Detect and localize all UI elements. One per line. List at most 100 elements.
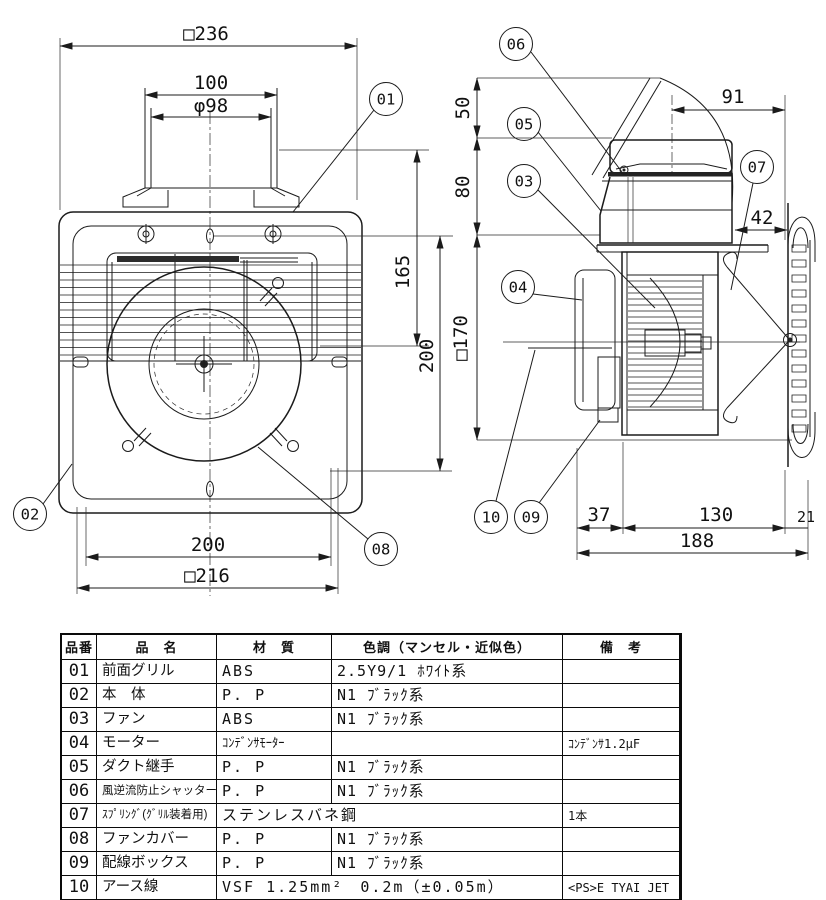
- cell-remarks: [563, 828, 680, 852]
- dim-side-bottom: 37 130 21 188: [576, 442, 815, 560]
- grille-louvers: [60, 252, 361, 362]
- cell-color: 2.5Y9/1 ﾎﾜｲﾄ系: [332, 660, 563, 684]
- side-view: 50 80 □170: [450, 27, 816, 560]
- fan-body-side: [621, 251, 719, 436]
- svg-text:200: 200: [191, 534, 225, 556]
- cell-part-no: 07: [62, 804, 97, 828]
- cell-part-name: 前面グリル: [97, 660, 217, 684]
- cell-part-name: モーター: [97, 732, 217, 756]
- cell-material: P. P: [217, 684, 332, 708]
- duct-spigot-front: [122, 88, 300, 208]
- svg-text:91: 91: [722, 86, 745, 108]
- dim-duct: 100 φ98: [144, 72, 278, 121]
- wiring-box-side: [597, 356, 621, 423]
- callout-09: 09: [514, 419, 601, 534]
- cell-part-no: 06: [62, 780, 97, 804]
- header-col-material: 材 質: [217, 635, 332, 660]
- cell-material: ABS: [217, 708, 332, 732]
- svg-text:□216: □216: [184, 565, 230, 587]
- cell-material: P. P: [217, 780, 332, 804]
- cell-material: ｺﾝﾃﾞﾝｻﾓｰﾀｰ: [217, 732, 332, 756]
- svg-text:02: 02: [21, 506, 40, 524]
- callout-03: 03: [507, 164, 656, 309]
- cell-part-name: ファンカバー: [97, 828, 217, 852]
- cell-material: P. P: [217, 828, 332, 852]
- svg-text:80: 80: [452, 176, 474, 199]
- cell-remarks: [563, 852, 680, 876]
- cell-color: [332, 732, 563, 756]
- cell-part-no: 02: [62, 684, 97, 708]
- grille-spring: [723, 251, 797, 424]
- grille-side-profile: [787, 203, 816, 467]
- motor-side: [574, 269, 712, 411]
- callout-08: 08: [257, 446, 398, 566]
- cell-part-name: 配線ボックス: [97, 852, 217, 876]
- cell-remarks: 1本: [563, 804, 680, 828]
- cell-part-no: 01: [62, 660, 97, 684]
- cell-material-merged: ステンレスバネ鋼: [217, 804, 563, 828]
- front-grille-outline: [58, 211, 363, 514]
- cell-material: ABS: [217, 660, 332, 684]
- cell-part-no: 05: [62, 756, 97, 780]
- cell-part-no: 08: [62, 828, 97, 852]
- svg-text:100: 100: [194, 72, 228, 94]
- cell-part-no: 04: [62, 732, 97, 756]
- svg-text:09: 09: [522, 509, 541, 527]
- cell-part-name: ダクト継手: [97, 756, 217, 780]
- callout-07: 07: [730, 150, 774, 291]
- svg-text:21: 21: [797, 508, 815, 526]
- svg-text:10: 10: [482, 509, 501, 527]
- svg-text:130: 130: [699, 504, 733, 526]
- cell-remarks: [563, 780, 680, 804]
- cell-remarks: [563, 660, 680, 684]
- cell-color: N1 ﾌﾞﾗｯｸ系: [332, 828, 563, 852]
- cell-color: N1 ﾌﾞﾗｯｸ系: [332, 708, 563, 732]
- svg-text:06: 06: [507, 36, 526, 54]
- cell-part-name: 本 体: [97, 684, 217, 708]
- cell-material: P. P: [217, 852, 332, 876]
- fan-side: [626, 274, 704, 411]
- svg-text:188: 188: [680, 530, 714, 552]
- svg-text:08: 08: [372, 541, 391, 559]
- dim-front-overall: □236: [59, 23, 358, 210]
- svg-text:165: 165: [392, 255, 414, 289]
- svg-text:01: 01: [377, 91, 396, 109]
- cell-remarks: [563, 708, 680, 732]
- cell-part-no: 10: [62, 876, 97, 900]
- technical-drawing: □236 100 φ98 165 200 200 □21: [13, 23, 816, 596]
- front-view: □236 100 φ98 165 200 200 □21: [13, 23, 453, 596]
- svg-text:04: 04: [509, 279, 528, 297]
- svg-text:05: 05: [515, 116, 534, 134]
- header-col-remarks: 備 考: [563, 635, 680, 660]
- dim-side-top: 91 42: [671, 86, 788, 240]
- cell-material-merged: VSF 1.25mm² 0.2m（±0.05m）: [217, 876, 563, 900]
- svg-text:200: 200: [416, 339, 438, 373]
- dim-front-bottom: 200 □216: [76, 468, 339, 594]
- cell-color: N1 ﾌﾞﾗｯｸ系: [332, 756, 563, 780]
- header-col-no: 品番: [62, 635, 97, 660]
- fan-cover-front: [106, 266, 302, 462]
- grille-slot: [117, 256, 239, 262]
- cell-remarks: ｺﾝﾃﾞﾝｻ1.2μF: [563, 732, 680, 756]
- header-col-color: 色調（マンセル・近似色）: [332, 635, 563, 660]
- callout-04: 04: [501, 270, 583, 304]
- cell-material: P. P: [217, 756, 332, 780]
- cell-part-name: ファン: [97, 708, 217, 732]
- cell-color: N1 ﾌﾞﾗｯｸ系: [332, 852, 563, 876]
- mounting-holes: [137, 224, 453, 244]
- cell-color: N1 ﾌﾞﾗｯｸ系: [332, 780, 563, 804]
- cell-part-no: 03: [62, 708, 97, 732]
- svg-text:50: 50: [452, 97, 474, 120]
- cell-remarks: <PS>E TYAI JET: [563, 876, 680, 900]
- cell-color: N1 ﾌﾞﾗｯｸ系: [332, 684, 563, 708]
- cell-part-name: アース線: [97, 876, 217, 900]
- cell-remarks: [563, 756, 680, 780]
- svg-text:03: 03: [515, 173, 534, 191]
- svg-text:□236: □236: [183, 23, 229, 45]
- svg-text:42: 42: [751, 207, 774, 229]
- dim-front-right: 165 200: [279, 149, 452, 472]
- callout-02: 02: [13, 463, 73, 531]
- callout-05: 05: [507, 107, 602, 212]
- svg-text:□170: □170: [450, 315, 472, 361]
